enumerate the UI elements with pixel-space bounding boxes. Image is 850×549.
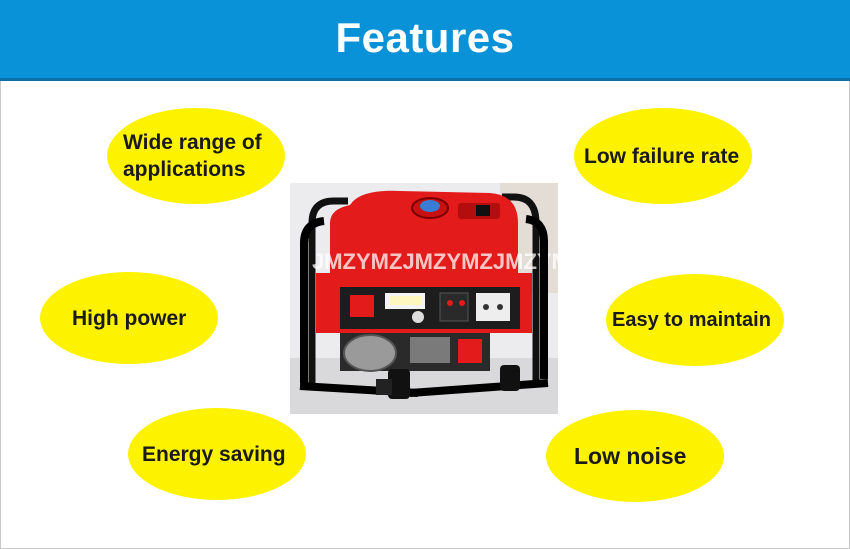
generator-illustration: JMZYMZJMZYMZJMZYM bbox=[290, 183, 558, 414]
feature-label: Easy to maintain bbox=[612, 308, 771, 331]
feature-bubble-high-power: High power bbox=[40, 272, 218, 364]
feature-bubble-low-failure-rate: Low failure rate bbox=[574, 108, 752, 204]
feature-label: Low failure rate bbox=[584, 144, 740, 168]
feature-label: Energy saving bbox=[142, 442, 286, 466]
feature-bubble-low-noise: Low noise bbox=[546, 410, 724, 502]
feature-label: Wide range of applications bbox=[123, 131, 262, 181]
header-banner: Features bbox=[0, 0, 850, 81]
watermark-text: JMZYMZJMZYMZJMZYM bbox=[312, 249, 558, 274]
feature-label: High power bbox=[72, 306, 187, 330]
feature-bubble-wide-range: Wide range of applications bbox=[107, 108, 285, 204]
feature-label: Low noise bbox=[574, 442, 687, 469]
feature-bubble-easy-to-maintain: Easy to maintain bbox=[606, 274, 784, 366]
page-title: Features bbox=[335, 14, 515, 61]
feature-bubble-energy-saving: Energy saving bbox=[128, 408, 306, 500]
generator-photo: JMZYMZJMZYMZJMZYM bbox=[290, 183, 558, 414]
